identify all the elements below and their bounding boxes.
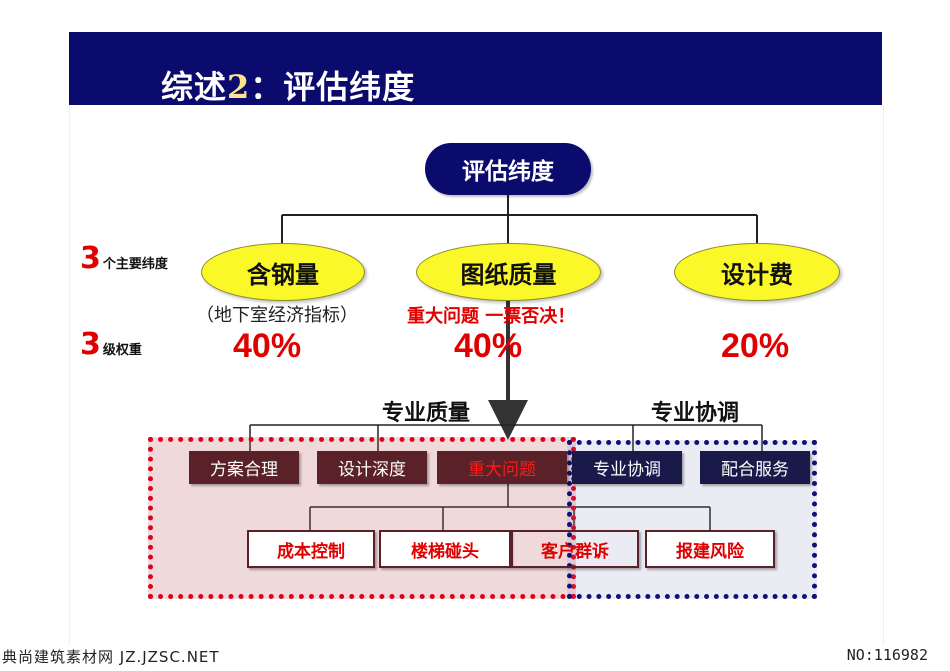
steel-note: （地下室经济指标） [196,305,358,326]
dimensions-count-number: 3 [80,241,101,276]
title-text-pre: 综述 [161,68,228,106]
weight-design-fee: 20% [721,327,790,365]
group-label-quality: 专业质量 [382,401,471,426]
level2-design-depth: 设计深度 [317,451,427,484]
header-bar: 综述2：评估纬度 [69,32,882,108]
level3-customer-complaints: 客户群诉 [511,530,639,568]
root-node: 评估纬度 [425,143,591,195]
level3-stair-headroom: 楼梯碰头 [379,530,511,568]
level3-cost-control: 成本控制 [247,530,375,568]
level2-scheme-rationality: 方案合理 [189,451,299,484]
footer-watermark: 典尚建筑素材网 JZ.JZSC.NET [2,648,220,666]
level3-permit-risk: 报建风险 [645,530,775,568]
weight-steel: 40% [233,327,302,365]
title-number: 2 [227,68,251,106]
level2-major-issues: 重大问题 [437,451,567,484]
dimension-design-fee: 设计费 [674,243,840,301]
weight-drawing-quality: 40% [454,327,523,365]
weights-count-number: 3 [80,327,101,362]
drawing-quality-note: 重大问题 一票否决！ [407,306,576,327]
footer-number: NO:116982 [846,646,928,664]
level2-support-service: 配合服务 [700,451,810,484]
dimensions-count-text: 个主要纬度 [102,257,168,272]
dimension-steel: 含钢量 [201,243,365,301]
weights-count-text: 级权重 [102,343,142,358]
page-title: 综述2：评估纬度 [161,62,415,108]
dimension-drawing-quality: 图纸质量 [416,243,601,301]
level2-coordination: 专业协调 [572,451,682,484]
title-text-post: ：评估纬度 [250,68,416,106]
group-label-coordination: 专业协调 [651,401,740,426]
